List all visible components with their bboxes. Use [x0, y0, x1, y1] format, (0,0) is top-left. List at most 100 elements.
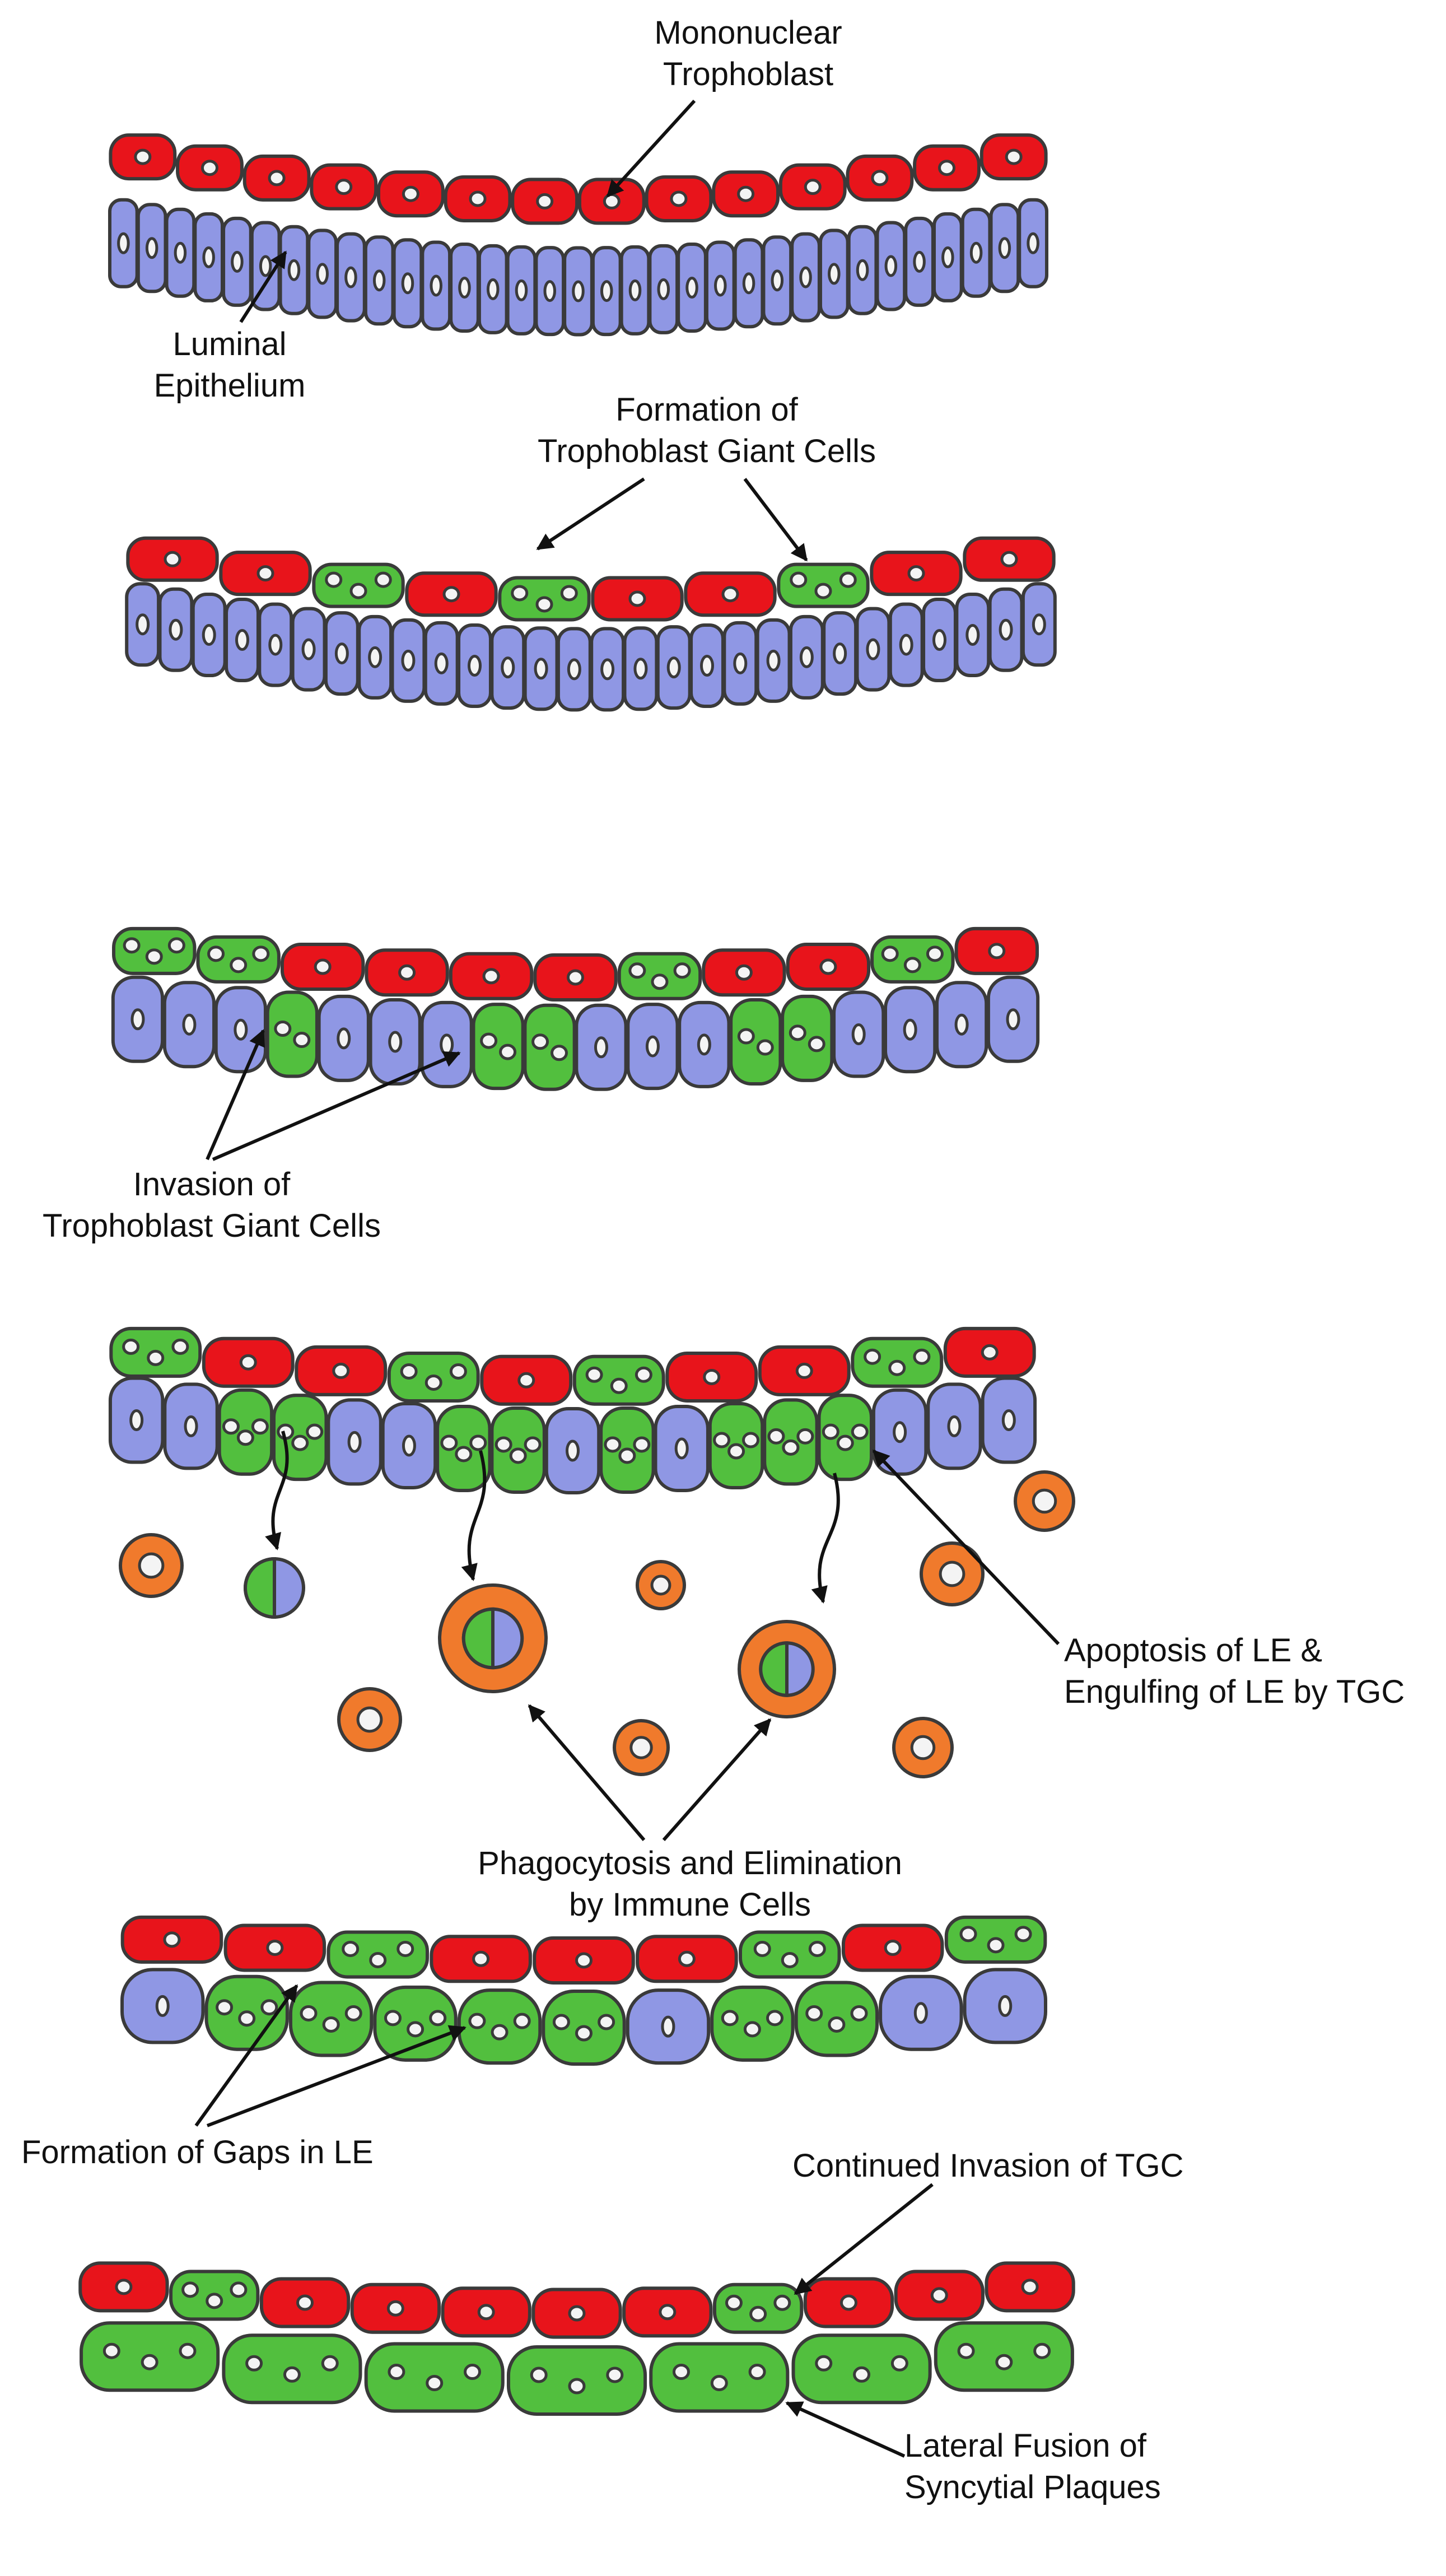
- cell-nucleus: [871, 170, 889, 187]
- pointer-arrow: [239, 250, 287, 323]
- cell-nucleus: [251, 1418, 269, 1435]
- cell-nucleus: [236, 1429, 254, 1446]
- cell-nucleus: [743, 2021, 761, 2038]
- cell-nucleus: [828, 263, 841, 285]
- cell-nucleus: [628, 590, 646, 607]
- cell-nucleus: [1014, 1926, 1032, 1943]
- cell-nucleus: [733, 652, 748, 674]
- cell-nucleus: [567, 969, 584, 986]
- cell-nucleus: [600, 658, 615, 681]
- cell-nucleus: [511, 585, 529, 602]
- label-gaps-in-le: Formation of Gaps in LE: [21, 2134, 374, 2170]
- cell-nucleus: [449, 1363, 467, 1380]
- cell-nucleus: [575, 2025, 593, 2042]
- cell-nucleus: [700, 655, 714, 677]
- apoptotic-body-half: [244, 1557, 276, 1619]
- cell-nucleus: [773, 2294, 791, 2311]
- cell-nucleus: [633, 658, 648, 680]
- cell-nucleus: [881, 945, 899, 962]
- giant-cell: [265, 990, 319, 1078]
- cell-nucleus: [703, 1368, 721, 1385]
- cell-nucleus: [425, 1374, 442, 1391]
- cell-nucleus: [268, 170, 286, 187]
- cell-nucleus: [673, 962, 691, 979]
- cell-nucleus: [335, 179, 353, 195]
- cell-nucleus: [259, 255, 272, 277]
- cell-nucleus: [965, 624, 980, 646]
- cell-nucleus: [981, 1344, 999, 1361]
- cell-nucleus: [789, 1024, 806, 1041]
- cell-nucleus: [184, 1415, 198, 1437]
- cell-nucleus: [230, 957, 248, 973]
- cell-nucleus: [530, 2367, 548, 2383]
- cell-nucleus: [337, 1027, 351, 1050]
- label-formation-tgc: Formation of Trophoblast Giant Cells: [538, 392, 876, 469]
- cell-nucleus: [179, 2342, 197, 2359]
- pointer-arrow: [606, 99, 696, 198]
- cell-nucleus: [725, 2294, 743, 2311]
- immune-cell: [613, 1719, 670, 1776]
- label-continued-invasion: Continued Invasion of TGC: [792, 2148, 1184, 2184]
- cell-nucleus: [515, 279, 528, 301]
- cell-nucleus: [899, 633, 913, 656]
- cell-nucleus: [534, 658, 548, 680]
- cell-nucleus: [291, 1434, 309, 1451]
- cell-nucleus: [606, 2367, 624, 2383]
- cell-nucleus: [147, 1349, 165, 1366]
- cell-nucleus: [283, 2366, 301, 2383]
- cell-nucleus: [509, 1447, 527, 1464]
- cell-nucleus: [926, 945, 944, 962]
- cell-nucleus: [749, 2305, 767, 2322]
- cell-nucleus: [464, 2364, 482, 2381]
- cell-nucleus: [407, 2021, 425, 2038]
- annotation-arrows: [194, 99, 1060, 2458]
- cell-nucleus: [856, 259, 869, 281]
- cell-nucleus: [594, 1036, 608, 1059]
- cell-nucleus: [781, 1951, 799, 1968]
- cell-nucleus: [401, 649, 416, 672]
- cell-nucleus: [884, 255, 898, 277]
- cell-nucleus: [426, 2375, 444, 2392]
- panel-4: [108, 1326, 1037, 1494]
- cell-nucleus: [672, 2364, 690, 2381]
- cell-nucleus: [618, 1447, 636, 1464]
- cell-nucleus: [495, 1436, 512, 1453]
- giant-cell: [472, 1003, 525, 1091]
- cell-nucleus: [957, 2342, 975, 2359]
- cell-nucleus: [386, 2300, 404, 2317]
- cell-nucleus: [814, 583, 832, 599]
- cell-nucleus: [181, 2281, 199, 2298]
- cell-nucleus: [207, 945, 225, 962]
- immune-cell: [337, 1687, 402, 1752]
- cell-nucleus: [536, 193, 554, 209]
- cell-nucleus: [440, 1033, 454, 1056]
- cell-nucleus: [123, 937, 141, 954]
- pointer-arrow: [743, 478, 808, 562]
- pointer-arrow: [194, 1984, 298, 2127]
- cell-nucleus: [795, 1362, 813, 1379]
- cell-nucleus: [369, 1951, 387, 1968]
- cell-nucleus: [833, 642, 847, 665]
- cell-nucleus: [239, 1354, 257, 1371]
- cell-nucleus: [790, 571, 808, 588]
- cell-nucleus: [893, 1421, 907, 1443]
- cell-nucleus: [585, 1366, 603, 1383]
- cell-nucleus: [737, 185, 755, 202]
- cell-nucleus: [200, 160, 218, 176]
- cell-nucleus: [808, 1940, 826, 1957]
- cell-nucleus: [913, 250, 926, 273]
- cell-nucleus: [174, 241, 187, 264]
- cell-nucleus: [560, 585, 578, 602]
- cell-nucleus: [334, 642, 349, 665]
- label-phagocytosis: Phagocytosis and Elimination by Immune C…: [478, 1845, 902, 1923]
- pointer-arrow: [528, 1704, 646, 1841]
- pointer-arrow: [872, 1449, 1060, 1646]
- cell-nucleus: [572, 280, 585, 302]
- giant-cell: [729, 998, 782, 1086]
- cell-nucleus: [864, 1348, 881, 1365]
- cell-nucleus: [890, 2355, 908, 2372]
- cell-nucleus: [735, 964, 753, 981]
- cell-nucleus: [610, 1377, 628, 1394]
- cell-nucleus: [742, 1432, 760, 1448]
- cell-nucleus: [851, 1023, 866, 1046]
